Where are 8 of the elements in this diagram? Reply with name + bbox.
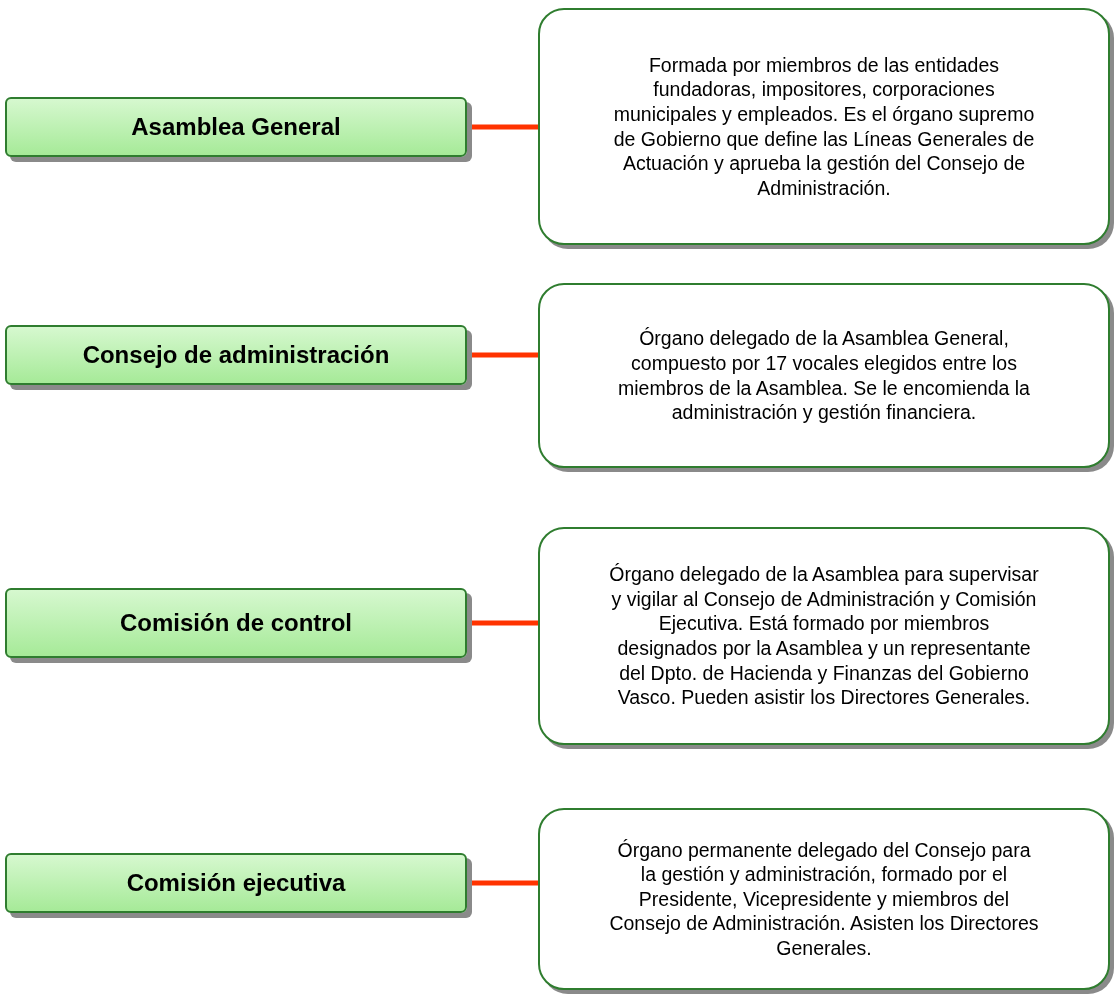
organ-label: Comisión de control xyxy=(120,609,352,637)
description-text: Formada por miembros de las entidades fundadoras, impositores, corporaciones municipales y empleados. Es el órgano supremo de Gobierno que define las Líneas Generales de Actuación y aprueba la gestión del Consejo de Administración. xyxy=(612,52,1036,201)
organ-label: Asamblea General xyxy=(131,113,341,141)
description-text: Órgano delegado de la Asamblea General, compuesto por 17 vocales elegidos entre los miembros de la Asamblea. Se le encomienda la administración y gestión financiera. xyxy=(617,326,1031,425)
description-text: Órgano permanente delegado del Consejo para la gestión y administración, formado por el Presidente, Vicepresidente y miembros del Consejo de Administración. Asisten los Directores Generales. xyxy=(608,837,1040,961)
description-text: Órgano delegado de la Asamblea para supervisar y vigilar al Consejo de Administración y Comisión Ejecutiva. Está formado por miembros designados por la Asamblea y un representante del Dpto. de Hacienda y Finanzas del Gobierno Vasco. Pueden asistir los Directores Generales. xyxy=(608,562,1040,710)
organ-label: Consejo de administración xyxy=(82,341,390,369)
organ-label: Comisión ejecutiva xyxy=(126,869,346,897)
